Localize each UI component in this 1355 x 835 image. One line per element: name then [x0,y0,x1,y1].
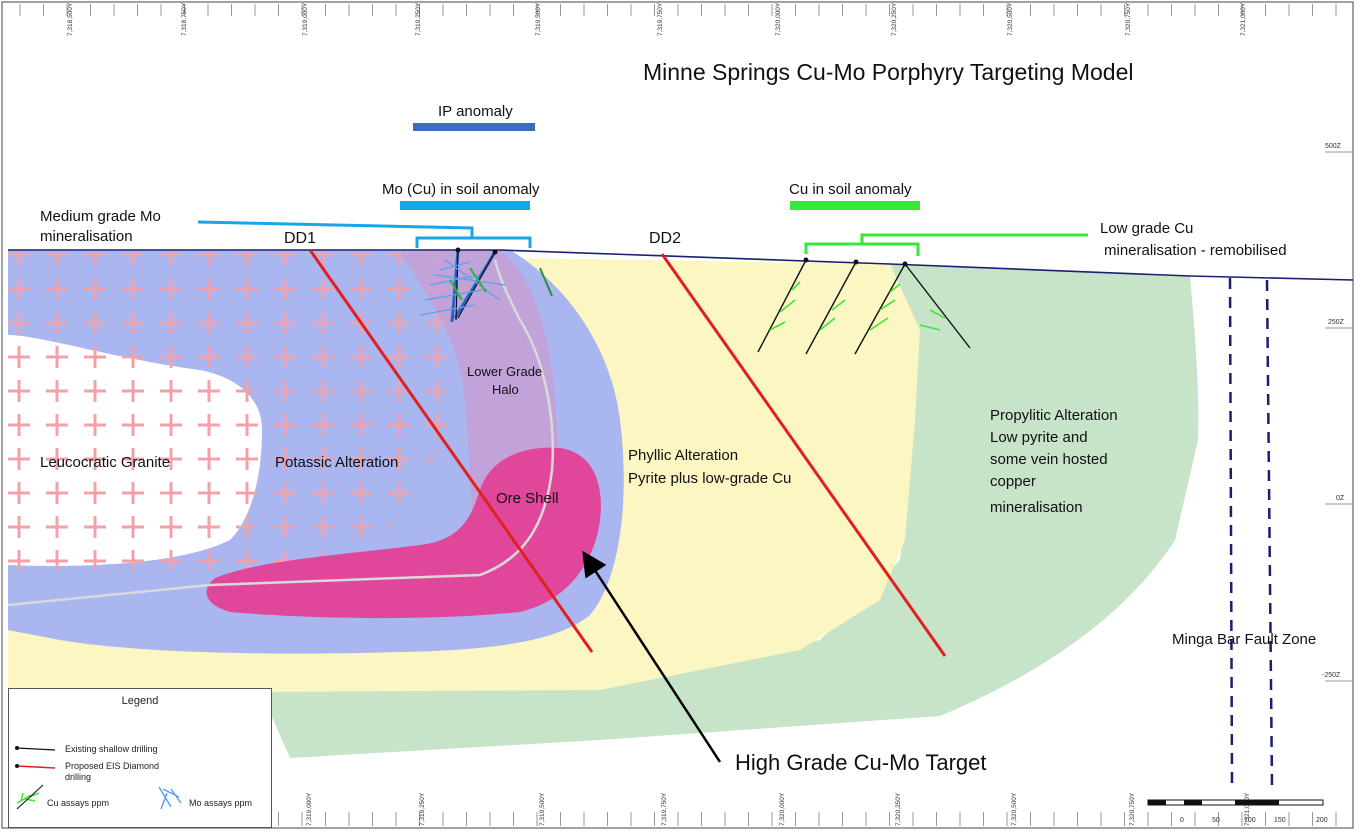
scale-label: 200 [1316,817,1328,824]
ore-shell [206,447,601,619]
propylitic-label-4: copper [990,473,1036,490]
top-tick-labels: 7,318,500Y 7,318,750Y 7,319,000Y 7,319,250Y… [67,2,1247,36]
ip-anomaly-label: IP anomaly [438,103,513,120]
phyllic-label-2: Pyrite plus low-grade Cu [628,470,791,487]
legend-existing: Existing shallow drilling [65,744,158,754]
top-tick-label: 7,320,500Y [1007,2,1014,36]
low-cu-label-1: Low grade Cu [1100,220,1193,237]
bottom-tick-label: 7,321,000Y [1244,792,1251,826]
dd1-label: DD1 [284,230,316,247]
top-tick-label: 7,320,250Y [891,2,898,36]
scale-bar: 0 50 100 150 200 [1147,799,1328,824]
bottom-tick-labels: 7,319,000Y 7,319,250Y 7,319,500Y 7,319,750Y… [306,792,1251,826]
halo-label-2: Halo [492,382,519,397]
propylitic-label-1: Propylitic Alteration [990,407,1118,424]
halo-label-1: Lower Grade [467,364,542,379]
scale-label: 100 [1244,817,1256,824]
legend-mo-assays: Mo assays ppm [189,798,253,808]
legend-symbols [15,746,182,810]
scale-label: 50 [1212,817,1220,824]
drill-trace [7,259,555,607]
fault-line-2 [1265,279,1274,786]
scale-label: 150 [1274,817,1286,824]
leucocratic-label: Leucocratic Granite [40,454,170,471]
bottom-tick-label: 7,319,000Y [306,792,313,826]
top-tick-label: 7,320,000Y [775,2,782,36]
target-label: High Grade Cu-Mo Target [735,750,987,775]
elevation-tick: 500Z [1325,143,1342,150]
diagram-title: Minne Springs Cu-Mo Porphyry Targeting M… [643,59,1133,85]
fault-label: Minga Bar Fault Zone [1172,631,1316,648]
mo-bracket [197,220,532,248]
fault-line-1 [1228,277,1234,786]
legend-title: Legend [121,695,159,707]
elevation-tick: 0Z [1336,495,1345,502]
cu-soil-anomaly-bar [790,201,920,210]
mo-soil-anomaly-bar [400,201,530,210]
dd2-label: DD2 [649,230,681,247]
scale-label: 0 [1180,817,1184,824]
medium-mo-label-2: mineralisation [40,228,133,245]
elevation-tick: 250Z [1328,319,1345,326]
propylitic-label-2: Low pyrite and [990,429,1088,446]
bottom-tick-label: 7,320,250Y [895,792,902,826]
bottom-tick-label: 7,320,750Y [1129,792,1136,826]
cu-soil-anomaly-label: Cu in soil anomaly [789,181,912,198]
top-tick-label: 7,318,750Y [181,2,188,36]
granite-cross-pattern [8,335,262,566]
propylitic-zone [260,264,1199,758]
bottom-tick-label: 7,320,000Y [779,792,786,826]
potassic-label: Potassic Alteration [275,454,398,471]
cu-assay-drilling [757,257,971,355]
mo-soil-anomaly-label: Mo (Cu) in soil anomaly [382,181,540,198]
top-tick-label: 7,319,000Y [302,2,309,36]
bottom-tick-label: 7,319,250Y [419,792,426,826]
target-arrow [582,550,722,763]
ore-shell-label: Ore Shell [496,490,559,507]
bottom-tick-label: 7,320,500Y [1011,792,1018,826]
top-tick-label: 7,319,250Y [415,2,422,36]
dd1-drillhole [308,249,594,653]
propylitic-label-3: some vein hosted [990,451,1108,468]
legend: Legend Existing shallow drilling Propose… [8,688,272,828]
low-cu-label-2: mineralisation - remobilised [1104,242,1287,259]
elevation-ticks: 500Z 250Z 0Z -250Z [1322,143,1345,679]
phyllic-label-1: Phyllic Alteration [628,447,738,464]
topography-line [8,249,1354,281]
legend-proposed-1: Proposed EIS Diamond [65,761,160,771]
elevation-tick-lines [1325,151,1353,682]
ip-anomaly-bar [413,123,535,131]
propylitic-label-5: mineralisation [990,499,1083,516]
top-tick-label: 7,318,500Y [67,2,74,36]
mo-assay-drilling [419,247,553,323]
top-tick-label: 7,321,000Y [1240,2,1247,36]
cu-bracket [804,233,1088,256]
top-tick-label: 7,319,500Y [535,2,542,36]
elevation-tick: -250Z [1322,672,1341,679]
bottom-tick-label: 7,319,500Y [539,792,546,826]
dd2-drillhole [660,253,947,657]
tick-marks [19,4,1337,826]
medium-mo-label-1: Medium grade Mo [40,208,161,225]
top-tick-label: 7,320,750Y [1125,2,1132,36]
bottom-tick-label: 7,319,750Y [661,792,668,826]
top-tick-label: 7,319,750Y [657,2,664,36]
legend-proposed-2: drilling [65,772,92,782]
legend-cu-assays: Cu assays ppm [47,798,110,808]
